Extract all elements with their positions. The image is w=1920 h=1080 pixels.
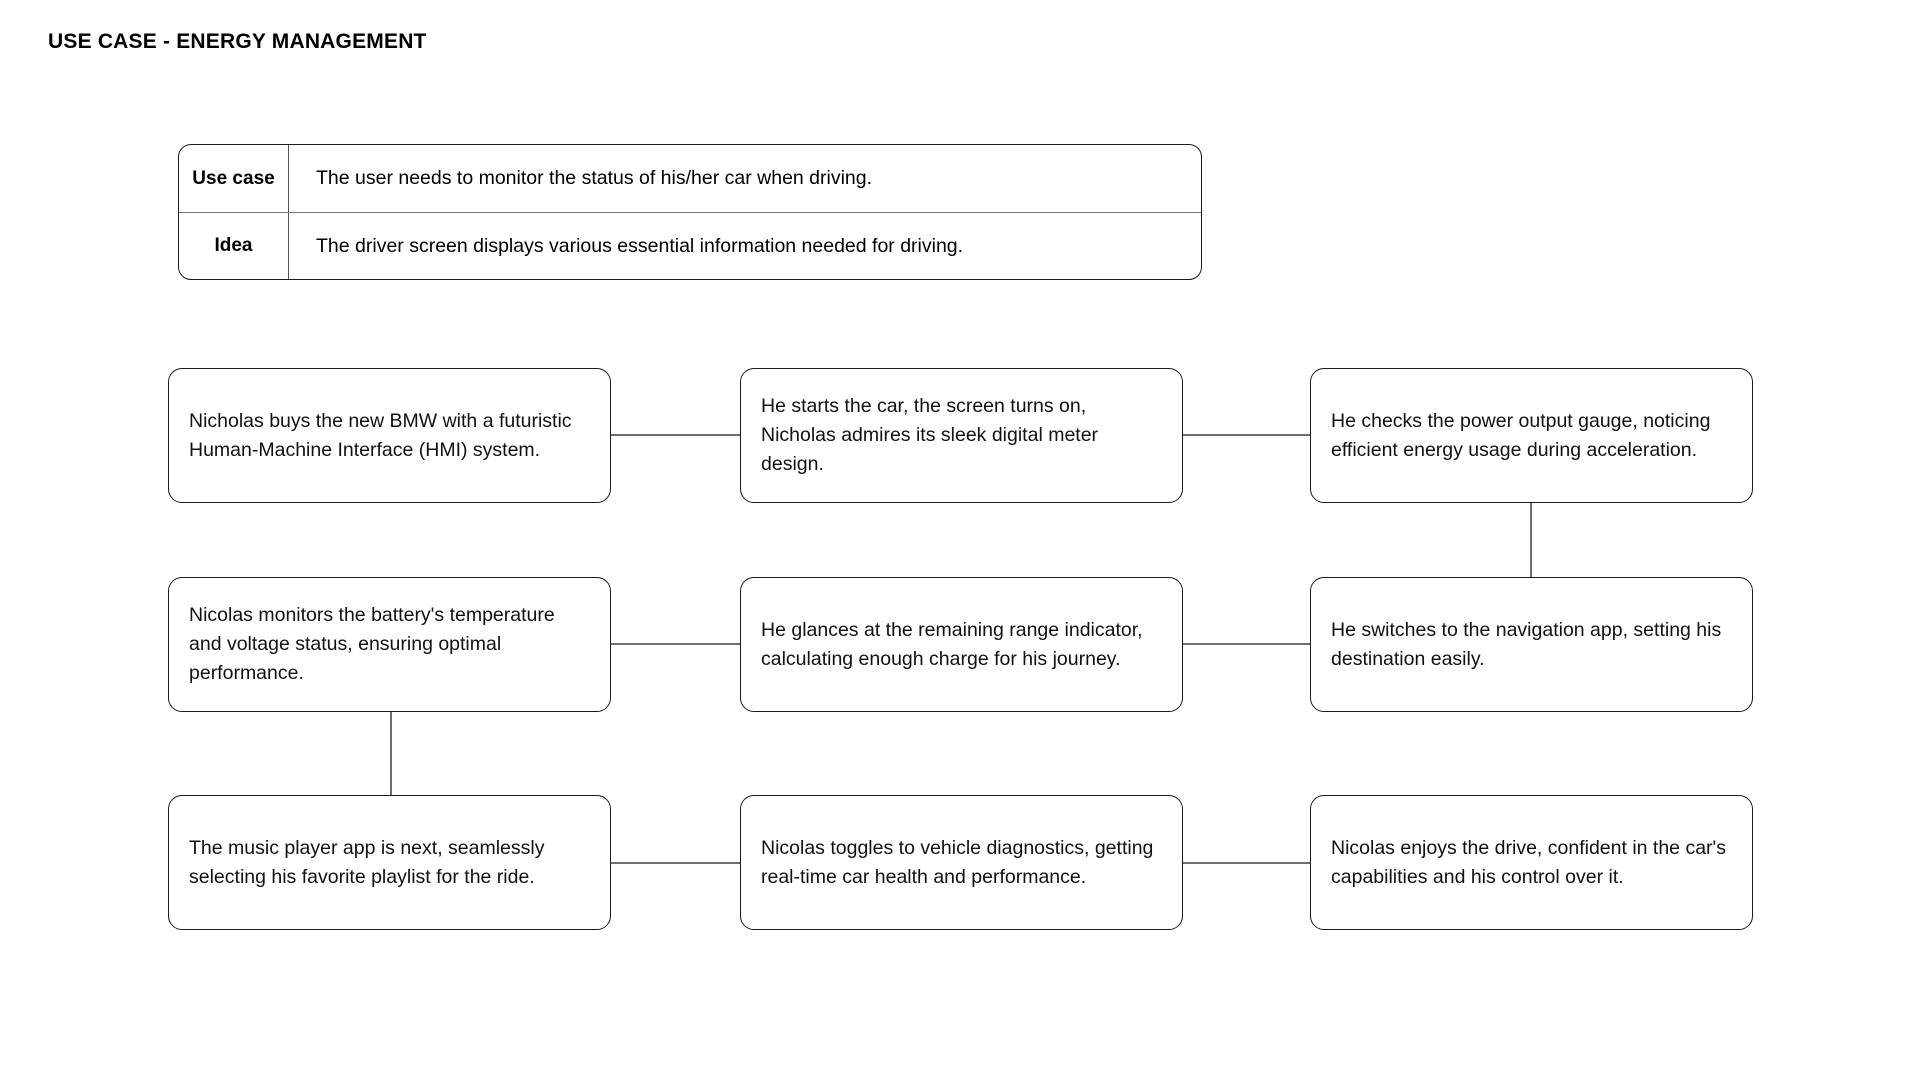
connector-n2-n3 bbox=[1181, 434, 1312, 436]
flow-node-text: He glances at the remaining range indica… bbox=[761, 618, 1143, 670]
flow-node-text: He checks the power output gauge, notici… bbox=[1331, 409, 1711, 461]
connector-n7-n8 bbox=[611, 862, 742, 864]
page-title: USE CASE - ENERGY MANAGEMENT bbox=[48, 30, 427, 53]
flow-node-n4[interactable]: Nicolas monitors the battery's temperatu… bbox=[168, 577, 611, 712]
flow-node-n6[interactable]: He switches to the navigation app, setti… bbox=[1310, 577, 1753, 712]
flow-node-text: Nicholas buys the new BMW with a futuris… bbox=[189, 409, 572, 461]
connector-n3-n6 bbox=[1530, 502, 1532, 579]
flow-node-text: Nicolas enjoys the drive, confident in t… bbox=[1331, 836, 1727, 888]
flow-node-n9[interactable]: Nicolas enjoys the drive, confident in t… bbox=[1310, 795, 1753, 930]
flow-node-n5[interactable]: He glances at the remaining range indica… bbox=[740, 577, 1183, 712]
connector-n8-n9 bbox=[1181, 862, 1312, 864]
flow-node-n1[interactable]: Nicholas buys the new BMW with a futuris… bbox=[168, 368, 611, 503]
flow-node-n8[interactable]: Nicolas toggles to vehicle diagnostics, … bbox=[740, 795, 1183, 930]
table-row-use-case: Use case The user needs to monitor the s… bbox=[179, 145, 1201, 212]
flow-node-text: The music player app is next, seamlessly… bbox=[189, 836, 545, 888]
flow-node-n2[interactable]: He starts the car, the screen turns on, … bbox=[740, 368, 1183, 503]
table-row-value: The user needs to monitor the status of … bbox=[316, 167, 873, 189]
connector-n1-n2 bbox=[611, 434, 742, 436]
table-row-value: The driver screen displays various essen… bbox=[316, 234, 964, 257]
use-case-table: Use case The user needs to monitor the s… bbox=[178, 144, 1202, 280]
flow-node-text: He starts the car, the screen turns on, … bbox=[761, 395, 1099, 475]
table-row-label: Idea bbox=[179, 213, 289, 279]
flow-node-text: Nicolas monitors the battery's temperatu… bbox=[189, 604, 555, 684]
flow-node-n3[interactable]: He checks the power output gauge, notici… bbox=[1310, 368, 1753, 503]
table-row-label: Use case bbox=[179, 145, 289, 212]
connector-n4-n7 bbox=[390, 711, 392, 797]
flow-node-text: Nicolas toggles to vehicle diagnostics, … bbox=[761, 836, 1154, 888]
connector-n6-n5 bbox=[1181, 643, 1312, 645]
flow-node-n7[interactable]: The music player app is next, seamlessly… bbox=[168, 795, 611, 930]
connector-n5-n4 bbox=[611, 643, 742, 645]
flow-node-text: He switches to the navigation app, setti… bbox=[1331, 618, 1722, 670]
table-row-idea: Idea The driver screen displays various … bbox=[179, 212, 1201, 279]
